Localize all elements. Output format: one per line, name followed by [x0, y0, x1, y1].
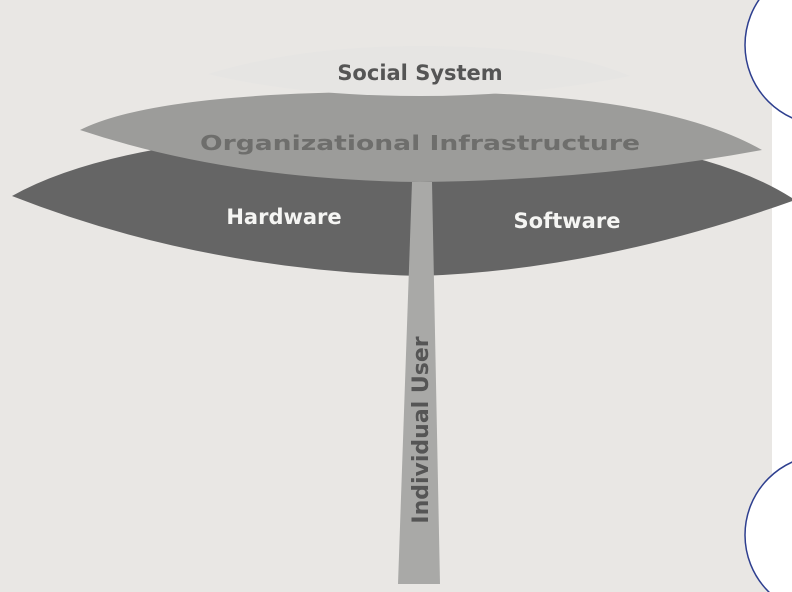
org-infrastructure-label: Organizational Infrastructure [200, 131, 640, 155]
bottom-right-circle-outline [744, 461, 792, 592]
org-infrastructure-band [80, 91, 762, 182]
top-right-circle-outline [744, 0, 792, 119]
individual-user-label: Individual User [409, 336, 434, 523]
social-system-label: Social System [337, 61, 502, 85]
software-label: Software [514, 209, 621, 233]
hardware-label: Hardware [226, 205, 341, 229]
social-system-dome [208, 46, 630, 96]
individual-user-stem [398, 182, 440, 584]
